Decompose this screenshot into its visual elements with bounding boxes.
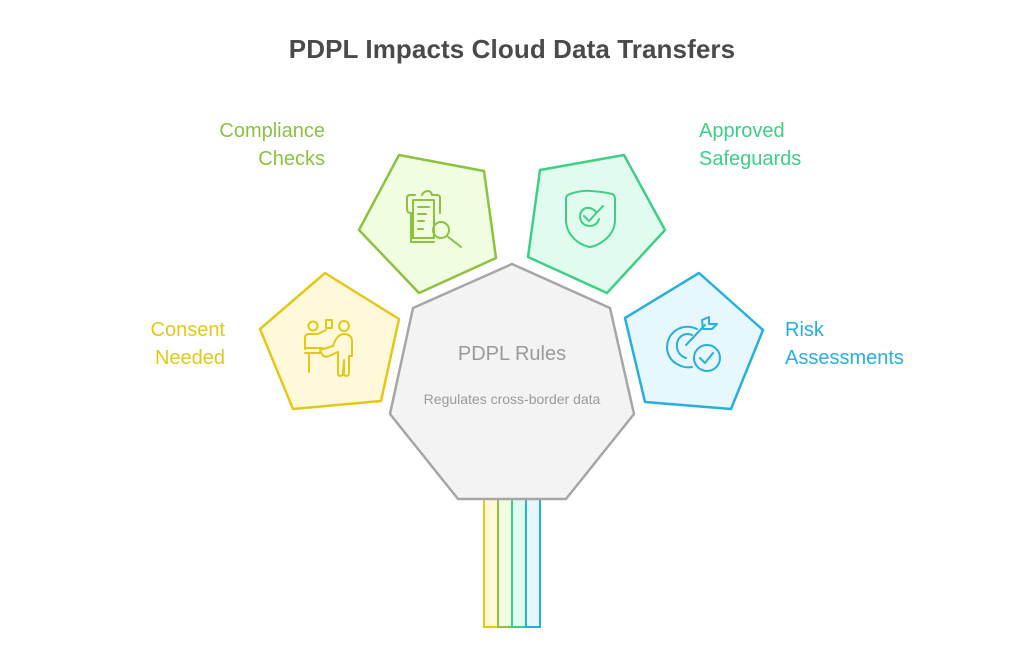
label-approved-safeguards: Approved Safeguards [699,117,869,173]
stem-bar-safeguards [511,497,527,628]
label-risk-assessments: Risk Assessments [785,316,965,372]
label-approved-line1: Approved [699,120,785,142]
pentagon-consent-needed [258,271,401,411]
label-approved-line2: Safeguards [699,148,802,170]
label-consent-needed: Consent Needed [100,316,226,372]
shield-check-icon [565,189,616,248]
pentagon-risk-assessments [623,271,765,411]
center-description: Regulates cross-border data [423,391,601,407]
label-consent-line2: Needed [154,347,225,369]
pentagon-compliance-checks [357,153,498,295]
stem-bar-risk [525,497,541,628]
presentation-people-icon [304,319,353,377]
diagram-title: PDPL Impacts Cloud Data Transfers [288,34,736,64]
center-title: PDPL Rules [457,343,567,365]
label-compliance-checks: Compliance Checks [160,117,325,173]
label-compliance-line2: Checks [258,148,325,170]
target-check-icon [666,316,721,372]
center-heptagon [388,262,636,501]
label-risk-line2: Assessments [785,347,904,369]
label-compliance-line1: Compliance [219,120,325,142]
stem-bar-compliance [497,497,513,628]
stem-bars [483,497,541,628]
label-risk-line1: Risk [785,319,824,341]
stem-bar-consent [483,497,499,628]
clipboard-search-icon [406,190,462,248]
label-consent-line1: Consent [150,319,226,341]
pentagon-approved-safeguards [526,153,667,295]
